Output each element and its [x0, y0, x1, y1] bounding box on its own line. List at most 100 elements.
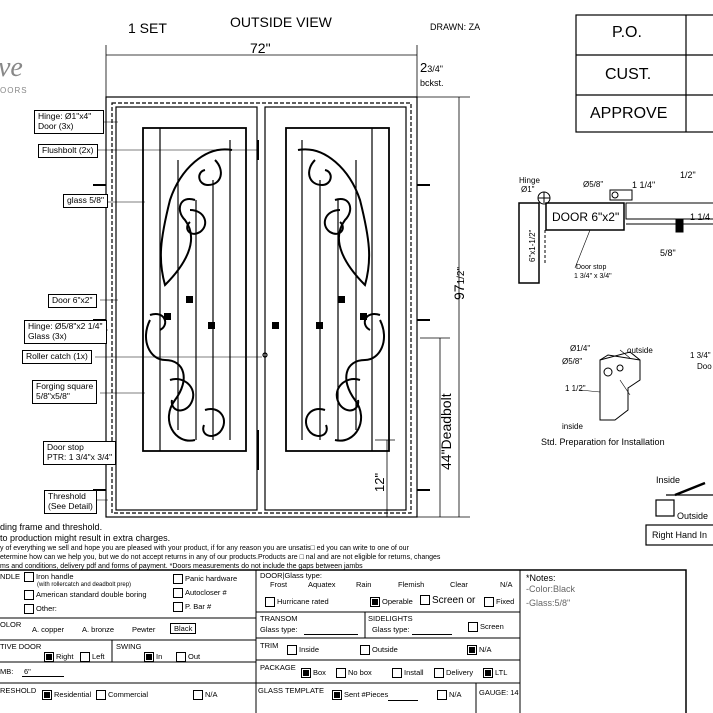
- fixed-option[interactable]: Fixed: [484, 597, 514, 608]
- approve-label: APPROVE: [590, 105, 668, 122]
- section-right-dim: 1 1/4: [690, 212, 711, 222]
- active-door-label: TIVE DOOR: [0, 642, 42, 651]
- section-hinge-size: Ø1": [521, 185, 535, 194]
- glass-template-label: GLASS TEMPLATE: [258, 686, 324, 695]
- swing-hand-label: Right Hand In: [652, 530, 708, 540]
- notes-glass: -Glass:5/8": [526, 598, 571, 608]
- section-door: DOOR 6"x2": [552, 210, 620, 224]
- sidelights-glass-value[interactable]: [412, 625, 452, 635]
- prep-one-half: 1 1/2": [565, 384, 586, 393]
- notes-title: *Notes:: [526, 573, 556, 583]
- backset-dimension: 23/4": [420, 60, 443, 75]
- prep-caption: Std. Preparation for Installation: [541, 437, 665, 447]
- callout-flushbolt: Flushbolt (2x): [38, 144, 98, 158]
- package-nobox-option[interactable]: No box: [336, 668, 372, 679]
- backset-label: bckst.: [420, 78, 444, 88]
- package-delivery-option[interactable]: Delivery: [434, 668, 473, 679]
- glass-flemish[interactable]: Flemish: [398, 580, 425, 589]
- logo-sub: OORS: [0, 86, 28, 95]
- glass-rain[interactable]: Rain: [356, 580, 372, 589]
- glass-template-na[interactable]: N/A: [437, 690, 462, 701]
- handle-label: NDLE: [0, 572, 21, 581]
- glass-aquatex[interactable]: Aquatex: [308, 580, 336, 589]
- operable-option[interactable]: Operable: [370, 597, 413, 608]
- deadbolt-height: 44"Deadbolt: [438, 393, 454, 470]
- logo: ve: [0, 52, 23, 83]
- callout-forging-square: Forging square 5/8"x5/8": [32, 380, 98, 404]
- prep-inside: inside: [562, 422, 583, 431]
- pbar-option[interactable]: P. Bar #: [173, 602, 211, 613]
- color-black-selected[interactable]: Black: [170, 623, 197, 634]
- color-pewter[interactable]: Pewter: [132, 625, 156, 634]
- color-bronze[interactable]: A. bronze: [82, 625, 115, 634]
- section-five-eighths: 5/8": [660, 248, 676, 258]
- threshold-label: RESHOLD: [0, 686, 37, 695]
- gauge-value: GAUGE: 14: [479, 688, 519, 697]
- jamb-label: MB:: [0, 667, 14, 676]
- american-option[interactable]: American standard double boring: [24, 590, 147, 601]
- color-copper[interactable]: A. copper: [32, 625, 65, 634]
- section-doorstop: Door stop: [576, 264, 607, 271]
- door-glass-type-label: DOOR|Glass type:: [260, 571, 322, 580]
- autocloser-option[interactable]: Autocloser #: [173, 588, 227, 599]
- threshold-commercial[interactable]: Commercial: [96, 690, 148, 701]
- color-label: OLOR: [0, 620, 22, 629]
- threshold-residential[interactable]: Residential: [42, 690, 91, 701]
- package-box-option[interactable]: Box: [301, 668, 326, 679]
- sent-pieces-value[interactable]: [388, 699, 418, 701]
- bottom-dimension: 12": [372, 472, 387, 492]
- section-quarter: 1 1/4": [632, 180, 656, 190]
- section-half: 1/2": [680, 170, 696, 180]
- note-line-4: etermine how can we help you, but we do …: [0, 554, 441, 561]
- package-install-option[interactable]: Install: [392, 668, 424, 679]
- prep-five-eighths: Ø5/8": [562, 357, 583, 366]
- other-option[interactable]: Other:: [24, 604, 57, 615]
- callout-hinge-glass: Hinge: Ø5/8"x2 1/4" Glass (3x): [24, 320, 107, 344]
- prep-right-a: 1 3/4": [690, 351, 711, 360]
- jamb-value[interactable]: 6": [22, 667, 64, 677]
- panic-option[interactable]: Panic hardware: [173, 574, 237, 585]
- cust-label: CUST.: [605, 66, 652, 83]
- package-label: PACKAGE: [260, 663, 296, 672]
- prep-right-b: Doo: [697, 362, 712, 371]
- callout-glass: glass 5/8": [63, 194, 109, 208]
- iron-handle-sub: (with rollercatch and deadbolt prep): [37, 582, 132, 588]
- iron-handle-option[interactable]: Iron handle: [24, 572, 74, 583]
- trim-na-option[interactable]: N/A: [467, 645, 492, 656]
- screen-or-option[interactable]: Screen or: [420, 595, 475, 606]
- trim-label: TRIM: [260, 641, 279, 650]
- threshold-na[interactable]: N/A: [193, 690, 218, 701]
- drawn-by: DRAWN: ZA: [430, 22, 481, 32]
- trim-inside-option[interactable]: Inside: [287, 645, 319, 656]
- glass-template-sent[interactable]: Sent #Pieces: [332, 690, 388, 701]
- active-left-option[interactable]: Left: [80, 652, 105, 663]
- note-line-2: to production might result in extra char…: [0, 533, 171, 543]
- notes-color: -Color:Black: [526, 584, 576, 594]
- note-line-5: ms and conditions, delivery pdf and form…: [0, 563, 363, 570]
- section-screw: Ø5/8": [583, 180, 604, 189]
- note-line-3: y of everything we sell and hope you are…: [0, 545, 409, 552]
- active-right-option[interactable]: Right: [44, 652, 74, 663]
- glass-clear[interactable]: Clear: [450, 580, 468, 589]
- width-dimension: 72": [250, 40, 271, 56]
- callout-door-stop: Door stop PTR: 1 3/4"x 3/4": [43, 441, 117, 465]
- glass-na[interactable]: N/A: [500, 580, 513, 589]
- callout-roller-catch: Roller catch (1x): [22, 350, 92, 364]
- swing-in-option[interactable]: In: [144, 652, 162, 663]
- transom-glass-label: Glass type:: [260, 625, 298, 634]
- set-count: 1 SET: [128, 20, 167, 36]
- trim-outside-option[interactable]: Outside: [360, 645, 398, 656]
- screen-option[interactable]: Screen: [468, 622, 504, 633]
- swing-outside: Outside: [677, 511, 709, 521]
- hurricane-option[interactable]: Hurricane rated: [265, 597, 329, 608]
- transom-glass-value[interactable]: [304, 625, 358, 635]
- swing-label: SWING: [116, 642, 142, 651]
- swing-out-option[interactable]: Out: [176, 652, 200, 663]
- view-title: OUTSIDE VIEW: [230, 14, 332, 30]
- package-ltl-option[interactable]: LTL: [483, 668, 507, 679]
- sidelights-glass-label: Glass type:: [372, 625, 410, 634]
- glass-frost[interactable]: Frost: [270, 580, 288, 589]
- sidelights-label: SIDELIGHTS: [368, 614, 413, 623]
- po-label: P.O.: [612, 24, 642, 41]
